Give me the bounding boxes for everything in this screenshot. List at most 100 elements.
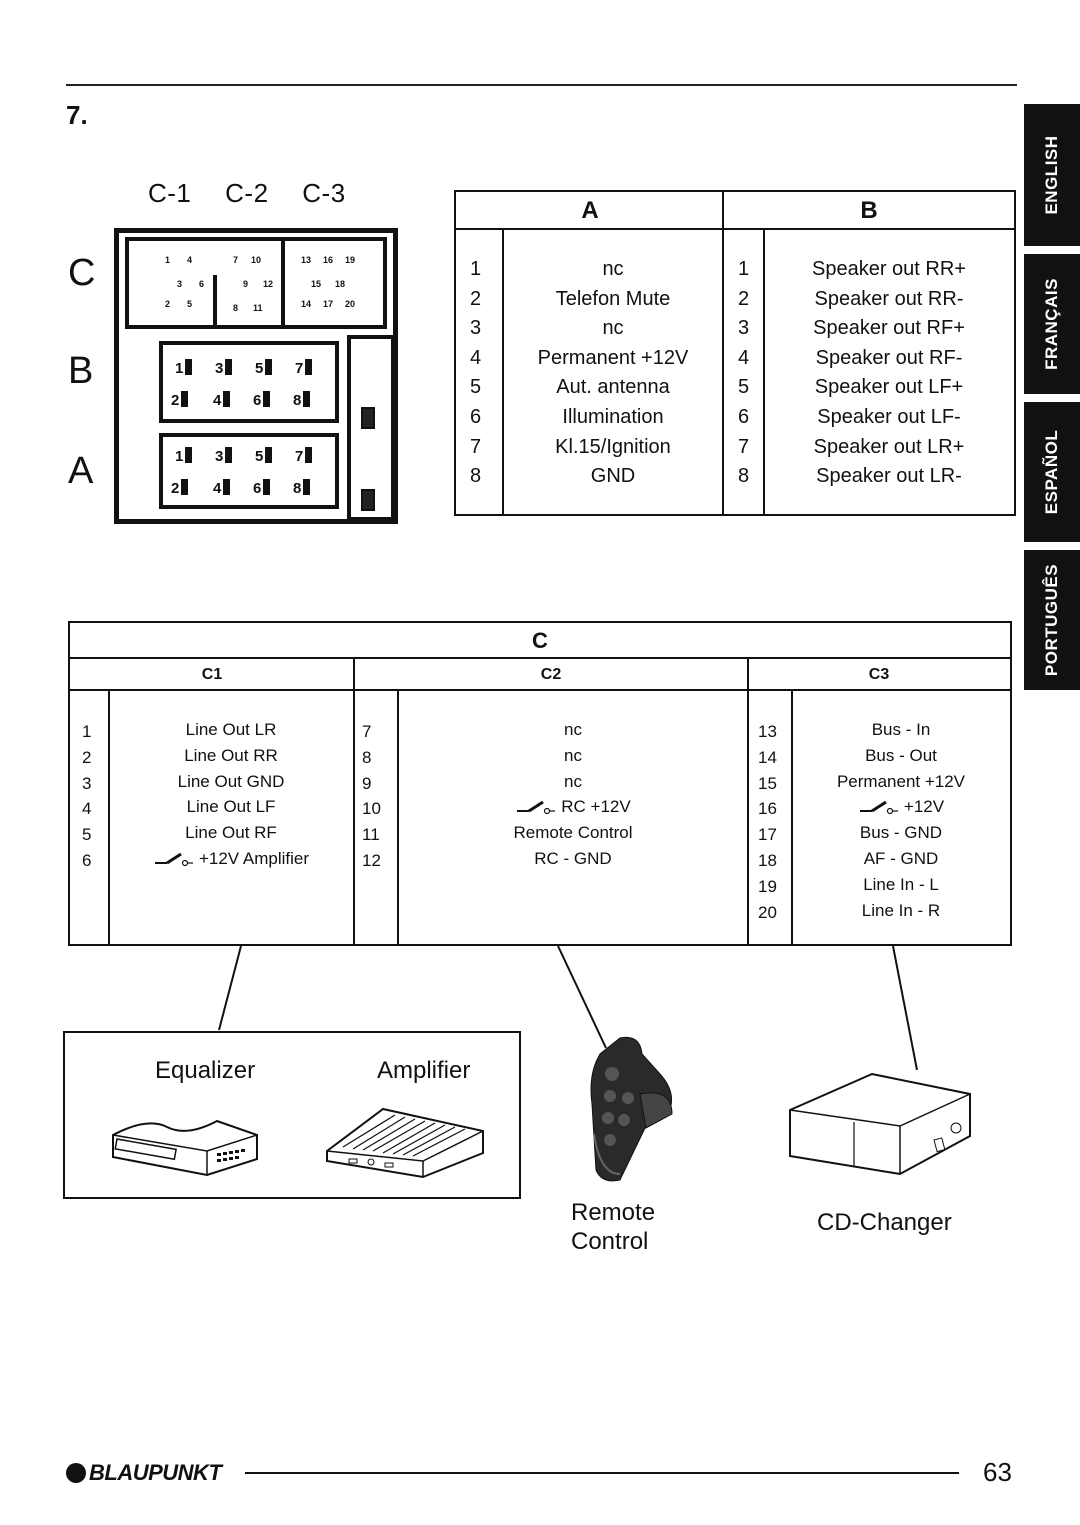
pin-function-label: +12V Amplifier <box>110 849 352 869</box>
pin-number: 1 <box>470 258 482 280</box>
pin-number: 1 <box>82 722 92 741</box>
pin-function-label: Speaker out LF+ <box>814 376 964 399</box>
pin-function-text: +12V Amplifier <box>198 849 310 868</box>
table-c-subheader-c2: C2 <box>354 659 748 691</box>
pin-number: 2 <box>738 287 750 310</box>
pin-number: 3 <box>82 773 92 793</box>
pin-function-label: Line Out RR <box>184 745 278 765</box>
pin-function-label: nc <box>564 720 582 739</box>
pin-label: 3 <box>215 359 232 377</box>
tab-portugues[interactable]: PORTUGUÊS <box>1024 550 1080 690</box>
pin-function-label: Remote Control <box>513 823 633 843</box>
pin-function-label: Speaker out LR- <box>816 465 962 488</box>
pin-number: 14 <box>758 747 777 767</box>
switch-icon <box>154 852 193 866</box>
pin-function-label: +12V <box>794 797 1008 817</box>
pin-number: 11 <box>362 825 380 845</box>
pin-label: 1 <box>165 255 171 265</box>
connector-label-c3: C-3 <box>302 178 346 208</box>
tab-english-label: ENGLISH <box>1042 135 1061 215</box>
pin-number: 10 <box>362 799 381 819</box>
pin-function-label: Line Out RF <box>185 823 277 843</box>
pin-label: 13 <box>301 255 312 265</box>
pin-number: 12 <box>362 851 381 870</box>
pin-number: 7 <box>362 722 372 741</box>
column-divider <box>397 689 399 944</box>
pin-number: 8 <box>362 747 372 767</box>
pin-function-label: Line In - R <box>861 900 941 920</box>
pin-number: 1 <box>738 258 750 280</box>
column-divider <box>353 657 355 944</box>
table-header-b: B <box>724 192 1014 230</box>
connector-c-block: 1 4 3 6 2 5 7 10 9 12 8 11 13 16 19 15 1… <box>125 237 387 329</box>
tab-francais[interactable]: FRANÇAIS <box>1024 254 1080 394</box>
table-header-a: A <box>456 192 724 230</box>
iso-connector-diagram: 1 4 3 6 2 5 7 10 9 12 8 11 13 16 19 15 1… <box>114 228 398 524</box>
pin-function-label: Bus - In <box>871 720 931 739</box>
pin-number: 6 <box>738 406 750 428</box>
pin-function-label: Telefon Mute <box>555 287 671 310</box>
pin-label: 3 <box>215 447 232 465</box>
pin-label: 2 <box>171 479 188 497</box>
connector-latch <box>347 335 395 521</box>
column-divider <box>502 228 504 514</box>
pin-label: 16 <box>323 255 334 265</box>
pin-number: 4 <box>470 346 482 369</box>
pin-function-label: Bus - Out <box>865 745 937 765</box>
tab-portugues-label: PORTUGUÊS <box>1042 563 1061 677</box>
pin-function-label: Line Out LF <box>186 797 276 817</box>
pin-number: 16 <box>758 799 777 819</box>
pin-function-label: Speaker out RF- <box>815 346 963 369</box>
pin-function-text: +12V <box>903 797 945 817</box>
brand-logo-dot-icon <box>66 1463 86 1483</box>
pin-label: 11 <box>253 303 263 313</box>
pin-function-label: nc <box>564 771 582 791</box>
pin-number: 4 <box>82 799 92 819</box>
cd-changer-label: CD-Changer <box>817 1209 952 1236</box>
remote-label-line2: Control <box>571 1228 649 1255</box>
tab-espanol[interactable]: ESPAÑOL <box>1024 402 1080 542</box>
line-to-amp-eq <box>218 945 242 1031</box>
latch-slot <box>361 407 375 429</box>
brand-name: BLAUPUNKT <box>89 1460 222 1485</box>
pin-function-label: Speaker out RR+ <box>812 258 966 280</box>
pin-function-label: nc <box>602 317 624 340</box>
pin-function-label: GND <box>590 465 636 488</box>
tab-espanol-label: ESPAÑOL <box>1042 429 1061 515</box>
pin-label: 10 <box>251 255 262 265</box>
pin-function-label: AF - GND <box>863 849 939 868</box>
pin-number: 17 <box>758 825 777 845</box>
pin-function-label: Kl.15/Ignition <box>555 435 671 458</box>
table-c-subheader-c3: C3 <box>748 659 1010 691</box>
pin-number: 2 <box>470 287 482 310</box>
section-number: 7. <box>66 100 88 130</box>
pin-number: 9 <box>362 773 372 793</box>
pin-number: 2 <box>82 747 92 767</box>
pin-label: 2 <box>165 299 171 309</box>
tab-francais-label: FRANÇAIS <box>1042 278 1061 370</box>
pin-label: 15 <box>311 279 322 289</box>
pin-number: 3 <box>470 317 482 340</box>
column-divider <box>108 689 110 944</box>
amplifier-device-icon <box>326 1107 484 1179</box>
table-c-subheader-c1: C1 <box>70 659 354 691</box>
pin-label: 9 <box>243 279 249 289</box>
pin-number: 19 <box>758 876 777 896</box>
connector-a-block: 1 3 5 7 2 4 6 8 <box>159 433 339 509</box>
table-c-title: C <box>70 623 1010 659</box>
connection-lines <box>218 945 918 1070</box>
pin-function-label: nc <box>602 258 624 280</box>
pin-number: 4 <box>738 346 750 369</box>
side-letter-b: B <box>68 350 94 392</box>
pin-number: 15 <box>758 773 777 793</box>
column-divider <box>722 192 724 514</box>
pin-number: 7 <box>470 435 482 458</box>
cd-changer-icon <box>789 1072 971 1176</box>
page-number: 63 <box>983 1457 1012 1487</box>
pin-number: 6 <box>82 851 92 870</box>
tab-english[interactable]: ENGLISH <box>1024 104 1080 246</box>
pin-function-label: Illumination <box>562 406 664 428</box>
pin-function-label: Aut. antenna <box>556 376 670 399</box>
